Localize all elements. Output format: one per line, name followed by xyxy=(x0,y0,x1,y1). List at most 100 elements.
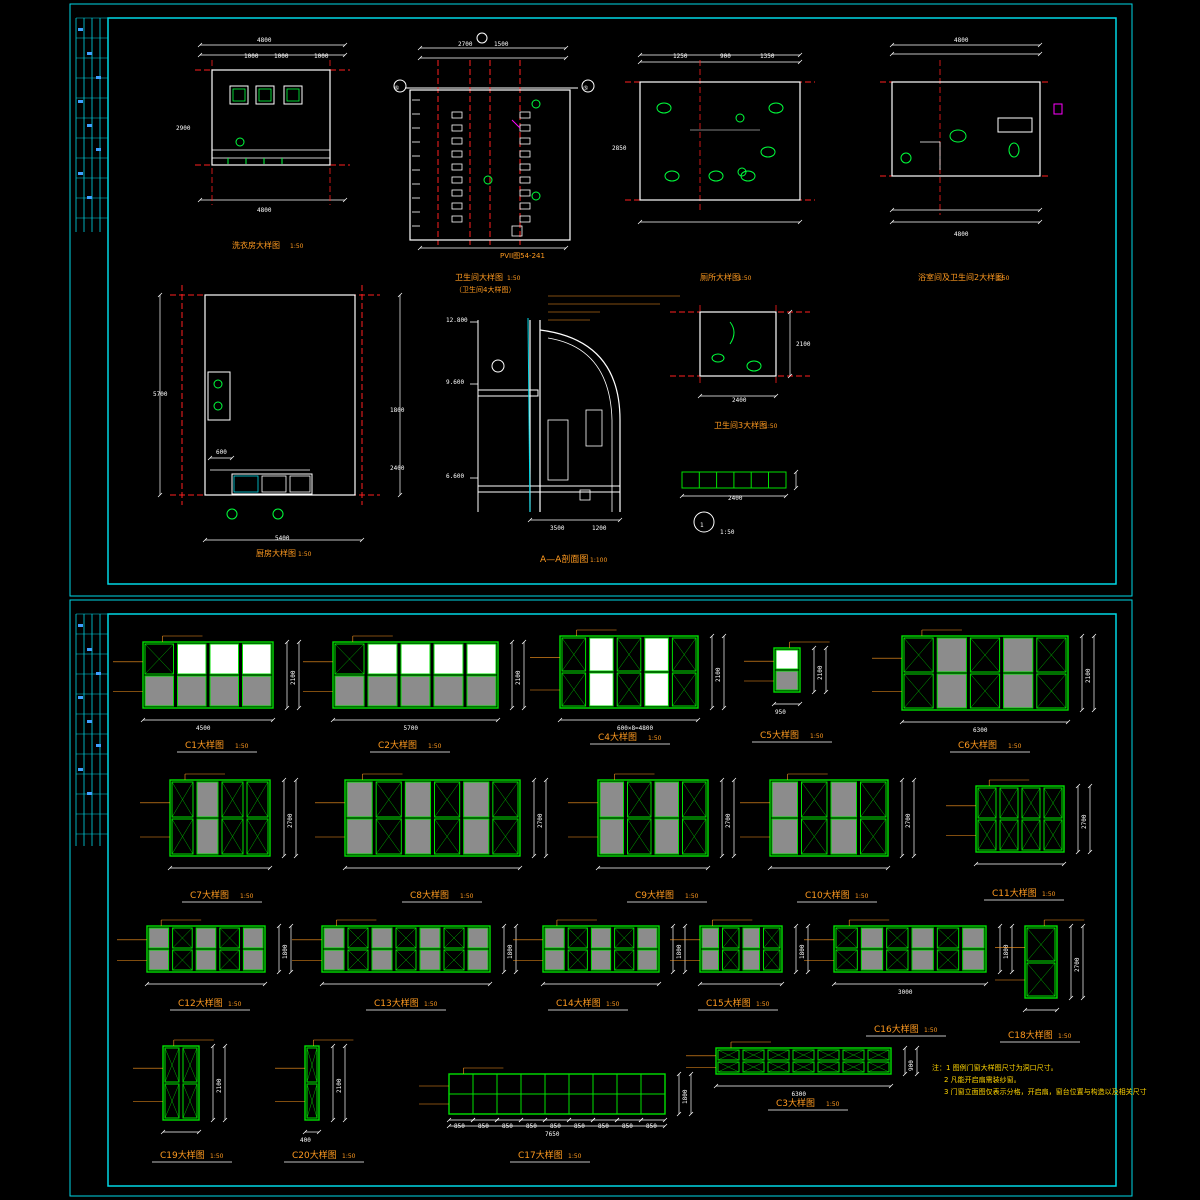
sink-icon xyxy=(768,102,784,114)
window-scale: 1:50 xyxy=(228,1001,242,1008)
window-pane xyxy=(242,643,272,675)
laundry-side-dim: 2900 xyxy=(176,125,191,132)
dim-tick xyxy=(281,777,287,783)
dim-tick xyxy=(811,645,817,651)
dim-tick xyxy=(793,969,799,975)
window-pane xyxy=(182,1083,198,1119)
dim-tick xyxy=(899,777,905,783)
open-sash-line xyxy=(171,818,194,855)
window-pane xyxy=(792,1061,815,1073)
open-sash-line xyxy=(801,818,828,855)
sheet-frames xyxy=(69,3,1133,1197)
open-sash-line xyxy=(1043,819,1063,851)
dim-tick xyxy=(787,373,793,379)
dim-tick xyxy=(513,969,519,975)
window-title: C2大样图 xyxy=(378,739,417,751)
window-pane xyxy=(742,1049,765,1061)
window-pane xyxy=(221,818,244,855)
window-scale: 1:50 xyxy=(826,1101,840,1108)
window-pane xyxy=(306,1083,318,1119)
window-title: C18大样图 xyxy=(1008,1029,1053,1041)
window-title: C12大样图 xyxy=(178,997,223,1009)
open-sash-line xyxy=(627,818,652,855)
open-sash-line xyxy=(817,1061,840,1073)
window-pane xyxy=(682,781,707,818)
open-sash-line xyxy=(999,787,1019,819)
open-sash-line xyxy=(903,637,934,673)
window-pane xyxy=(1043,819,1063,851)
stove-counter xyxy=(207,371,231,421)
open-sash-line xyxy=(164,1083,180,1119)
dim-tick xyxy=(501,923,507,929)
dim-tick xyxy=(342,42,348,48)
window-pane xyxy=(196,818,219,855)
restroom-plan: 2850 xyxy=(612,52,815,225)
window-frame xyxy=(773,647,801,693)
open-sash-line xyxy=(937,949,959,971)
open-sash-line xyxy=(1036,673,1067,709)
open-sash-line xyxy=(568,949,588,971)
open-sash-line xyxy=(835,927,858,949)
toilet-stall xyxy=(519,124,531,132)
sink-icon xyxy=(760,146,776,158)
restroom-side-dim: 2850 xyxy=(612,145,627,152)
toilet-stall xyxy=(451,137,463,145)
open-sash-line xyxy=(434,781,460,818)
window-pane xyxy=(347,949,369,971)
dim-tick xyxy=(302,1129,308,1135)
window-frame xyxy=(715,1047,892,1075)
window-height-value: 1800 xyxy=(799,944,806,959)
title-strip-mark xyxy=(78,696,83,699)
title-section-aa-scale: 1:100 xyxy=(590,557,607,564)
window-pane xyxy=(842,1061,865,1073)
dim-tick xyxy=(229,455,235,461)
window-height-value: 2700 xyxy=(725,813,732,828)
open-sash-line xyxy=(1026,927,1056,962)
window-pane xyxy=(472,1093,498,1115)
window-height-value: 2700 xyxy=(287,813,294,828)
dim-tick xyxy=(276,969,282,975)
window-pane xyxy=(1021,819,1041,851)
dim-tick xyxy=(787,309,793,315)
window-pane xyxy=(792,1049,815,1061)
dim-tick xyxy=(1068,923,1074,929)
window-pane xyxy=(911,927,934,949)
window-pane xyxy=(323,949,345,971)
open-sash-line xyxy=(792,1061,815,1073)
open-sash-line xyxy=(817,1049,840,1061)
dim-tick xyxy=(885,865,891,871)
dim-tick xyxy=(1037,51,1043,57)
window-height-value: 1800 xyxy=(282,944,289,959)
window-pane xyxy=(860,781,887,818)
dim-tick xyxy=(670,969,676,975)
upper-titles: 洗衣房大样图 1:50 卫生间大样图 1:50 （卫生间4大样图） PVII图5… xyxy=(153,37,1010,565)
dim-tick xyxy=(797,59,803,65)
dim-tick xyxy=(914,1071,920,1077)
dim-tick xyxy=(210,1043,216,1049)
open-sash-line xyxy=(742,1061,765,1073)
dim-tick xyxy=(288,969,294,975)
open-sash-line xyxy=(672,637,697,672)
window-frame xyxy=(597,779,709,857)
window-pane xyxy=(614,949,635,971)
window-height-value: 1800 xyxy=(682,1089,689,1104)
title-strip-mark xyxy=(96,744,101,747)
dim-tick xyxy=(270,717,276,723)
dim-tick xyxy=(899,719,905,725)
window-pane xyxy=(835,927,858,949)
window-height-value: 2100 xyxy=(1085,668,1092,683)
open-sash-line xyxy=(767,1061,790,1073)
window-width-value: 3000 xyxy=(898,989,913,996)
dim-tick xyxy=(1080,995,1086,1001)
window-pane xyxy=(367,643,398,675)
detail-1-scale: 1:50 xyxy=(720,529,735,536)
title-toilet-a-sub: （卫生间4大样图） xyxy=(455,285,515,294)
window-pane xyxy=(182,1047,198,1083)
window-pane xyxy=(334,643,365,675)
open-sash-line xyxy=(246,781,269,818)
kitchen-sink xyxy=(233,475,259,493)
section-bubble xyxy=(491,359,505,373)
